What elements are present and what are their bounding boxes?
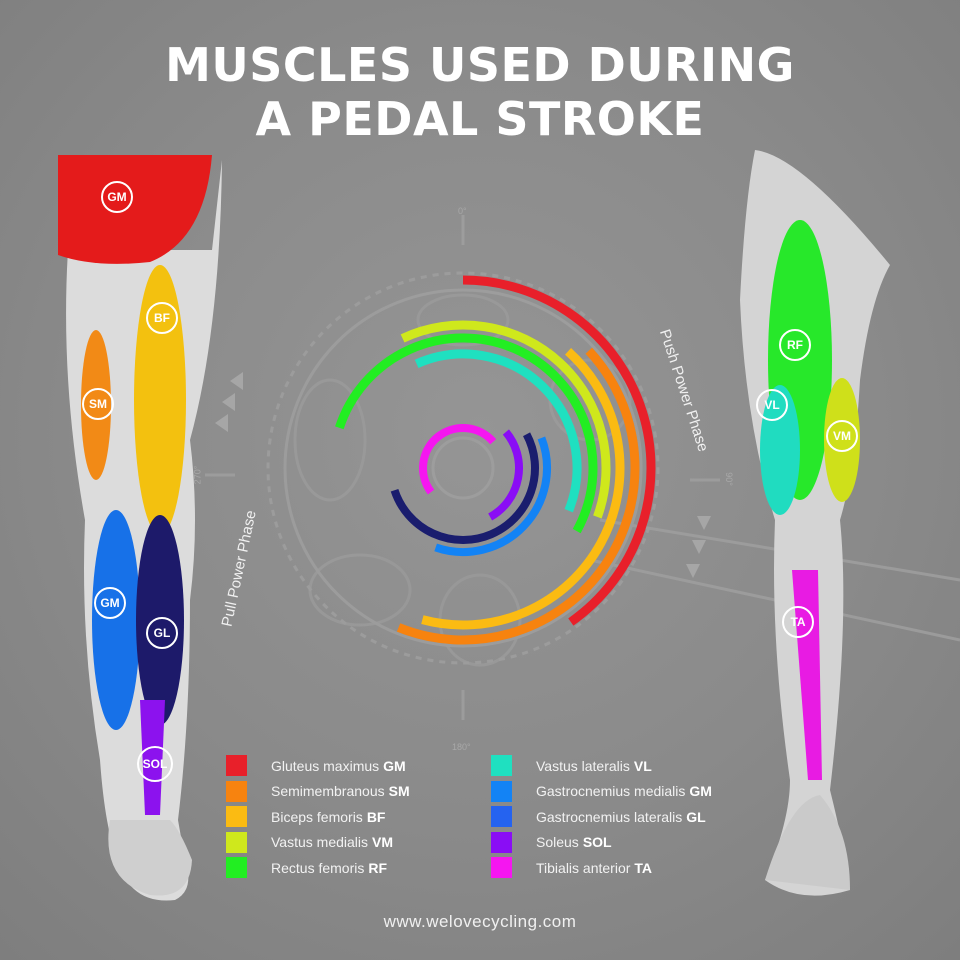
legend-swatch bbox=[491, 831, 512, 853]
legend-muscle-name: Gluteus maximus bbox=[271, 757, 380, 774]
arc-gastrocnemius-medialis bbox=[434, 436, 551, 556]
legend-muscle-name: Soleus bbox=[536, 834, 579, 851]
legend-muscle-abbr: SOL bbox=[582, 834, 612, 851]
legend-muscle-abbr: SM bbox=[388, 783, 410, 800]
biceps-femoris-muscle bbox=[134, 265, 186, 535]
legend-swatch bbox=[226, 857, 247, 879]
arc-gastrocnemius-lateralis bbox=[390, 432, 539, 544]
legend-muscle-abbr: GM bbox=[689, 783, 712, 800]
arc-vastus-lateralis bbox=[414, 349, 582, 513]
legend-muscle-abbr: RF bbox=[368, 859, 388, 876]
legend-muscle-abbr: GL bbox=[686, 808, 706, 825]
legend-swatch bbox=[491, 755, 512, 777]
legend-muscle-abbr: BF bbox=[366, 808, 386, 825]
legend-swatch bbox=[491, 780, 512, 802]
website-url: www.welovecycling.com bbox=[383, 912, 577, 931]
right-foot bbox=[765, 795, 850, 890]
legend-muscle-name: Biceps femoris bbox=[271, 808, 363, 825]
title-line-1: MUSCLES USED DURING bbox=[165, 38, 795, 92]
push-direction-arrows bbox=[686, 516, 711, 578]
leg-tag-gm-calf: GM bbox=[94, 587, 126, 619]
arc-vastus-medialis bbox=[400, 320, 611, 519]
left-foot bbox=[108, 820, 192, 896]
legend-swatch bbox=[491, 857, 512, 879]
arc-gluteus-maximus bbox=[462, 275, 656, 626]
arc-semimembranous bbox=[396, 347, 640, 645]
leg-tag-gl: GL bbox=[146, 617, 178, 649]
legend-swatch bbox=[226, 831, 247, 853]
legend-swatch bbox=[226, 780, 247, 802]
leg-tag-vm: VM bbox=[826, 420, 858, 452]
leg-tag-sol: SOL bbox=[137, 746, 173, 782]
right-leg-illustration bbox=[740, 150, 890, 896]
legend-muscle-name: Gastrocnemius medialis bbox=[536, 783, 686, 800]
legend-muscle-name: Rectus femoris bbox=[271, 859, 365, 876]
legend-muscle-abbr: TA bbox=[634, 859, 653, 876]
leg-tag-rf: RF bbox=[779, 329, 811, 361]
degree-180-label: 180° bbox=[452, 742, 471, 752]
legend-muscle-name: Tibialis anterior bbox=[536, 859, 631, 876]
left-leg-illustration bbox=[58, 155, 222, 901]
title-line-2: A PEDAL STROKE bbox=[255, 92, 705, 146]
degree-0-label: 0° bbox=[458, 206, 467, 216]
legend-muscle-name: Semimembranous bbox=[271, 783, 385, 800]
legend-muscle-abbr: VL bbox=[633, 757, 652, 774]
leg-tag-ta: TA bbox=[782, 606, 814, 638]
leg-tag-bf: BF bbox=[146, 302, 178, 334]
legend-muscle-name: Vastus lateralis bbox=[536, 757, 630, 774]
chainring-outline bbox=[205, 215, 960, 720]
leg-tag-vl: VL bbox=[756, 389, 788, 421]
legend-swatch bbox=[226, 806, 247, 828]
arc-biceps-femoris bbox=[421, 347, 625, 630]
page-title: MUSCLES USED DURING A PEDAL STROKE bbox=[0, 38, 960, 146]
arc-soleus bbox=[488, 429, 523, 521]
leg-tag-sm: SM bbox=[82, 388, 114, 420]
legend-swatch bbox=[491, 806, 512, 828]
degree-270-label: 270° bbox=[192, 465, 203, 485]
legend-swatch bbox=[226, 755, 247, 777]
arc-rectus-femoris bbox=[335, 333, 598, 534]
arc-tibialis-anterior bbox=[419, 424, 497, 495]
legend-muscle-abbr: GM bbox=[383, 757, 406, 774]
legend-muscle-name: Vastus medialis bbox=[271, 834, 369, 851]
degree-90-label: 90° bbox=[723, 472, 734, 486]
legend-muscle-abbr: VM bbox=[372, 834, 394, 851]
legend-muscle-name: Gastrocnemius lateralis bbox=[536, 808, 683, 825]
gluteus-maximus-muscle bbox=[58, 155, 212, 264]
gastrocnemius-medialis-muscle bbox=[92, 510, 140, 730]
muscle-activation-arcs bbox=[335, 275, 656, 645]
pull-direction-arrows bbox=[215, 372, 243, 432]
leg-tag-gm: GM bbox=[101, 181, 133, 213]
